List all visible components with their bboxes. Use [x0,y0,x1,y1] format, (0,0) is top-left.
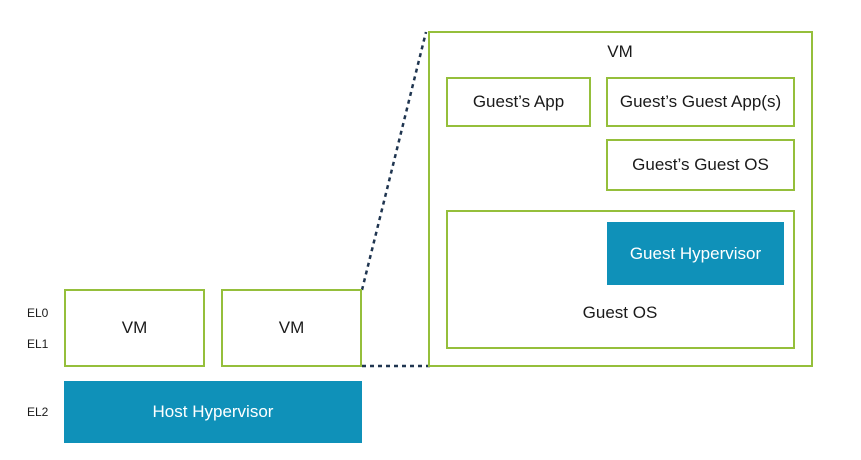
guest-app-box: Guest’s App [446,77,591,127]
guest-guest-apps-box: Guest’s Guest App(s) [606,77,795,127]
guest-guest-os-label: Guest’s Guest OS [632,155,769,174]
guest-guest-apps-label: Guest’s Guest App(s) [619,92,782,111]
host-vm-2: VM [221,289,362,367]
host-hypervisor: Host Hypervisor [64,381,362,443]
guest-hypervisor: Guest Hypervisor [607,222,784,285]
guest-guest-os-box: Guest’s Guest OS [606,139,795,191]
el1-label: EL1 [27,337,49,351]
host-vm-1: VM [64,289,205,367]
el2-label: EL2 [27,405,49,419]
guest-hypervisor-label: Guest Hypervisor [629,243,762,263]
guest-os-label: Guest OS [582,303,658,322]
expanded-vm-title: VM [607,42,633,61]
zoom-connector-top [360,31,428,291]
host-vm-2-label: VM [278,318,305,337]
guest-app-label: Guest’s App [472,92,565,111]
el0-label: EL0 [27,306,49,320]
host-vm-1-label: VM [121,318,148,337]
host-hypervisor-label: Host Hypervisor [152,402,274,421]
